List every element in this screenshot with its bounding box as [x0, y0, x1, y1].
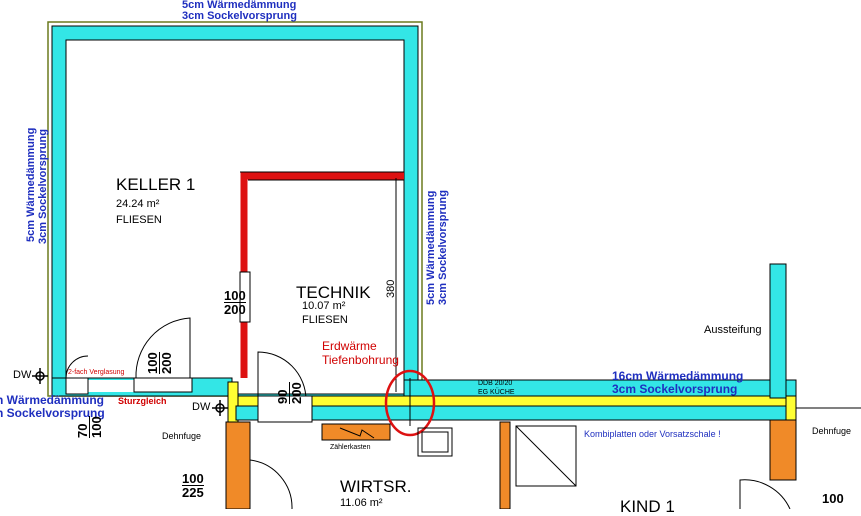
- yellow-wall-right: [785, 395, 797, 421]
- left-edge-height: 100: [89, 416, 104, 438]
- erdwaerme-label-1: Erdwärme: [322, 339, 377, 353]
- keller-window-size: 100 200: [145, 352, 174, 374]
- left-edge-size: 70 100: [75, 416, 104, 438]
- dw-mid-label: DW: [192, 401, 211, 413]
- aussteifung-label: Aussteifung: [704, 324, 762, 336]
- keller-window: [133, 377, 193, 393]
- aussteifung-column: [769, 263, 787, 399]
- verglasung-label: 2-fach Verglasung: [68, 369, 125, 376]
- ddb-label: DDB 20/20: [478, 380, 513, 387]
- left-window: [65, 377, 89, 395]
- bottom-insulation-right: [235, 405, 789, 421]
- right-edge-size: 100: [822, 492, 844, 505]
- technik-door-gap: [239, 271, 251, 323]
- keller-room-area: 24.24 m²: [116, 198, 160, 210]
- left-insulation-label-2: 3cm Sockelvorsprung: [37, 129, 49, 244]
- sturzgleich-label: Sturzgleich: [118, 396, 167, 406]
- kind-room-name: KIND 1: [620, 497, 675, 516]
- keller-room-name: KELLER 1: [116, 175, 196, 194]
- technik-door-width: 100: [224, 288, 246, 303]
- eg-kueche-label: EG KÜCHE: [478, 389, 515, 396]
- left-window-arc: [65, 355, 89, 379]
- right-edge-width: 100: [822, 491, 844, 506]
- dw-left-label: DW: [13, 369, 32, 381]
- wirtsr-door-swing: [249, 459, 293, 509]
- sink-inner: [421, 431, 449, 453]
- top-insulation-label-2: 3cm Sockelvorsprung: [182, 10, 297, 22]
- left-insulation-label-1: 5cm Wärmedämmung: [25, 127, 37, 242]
- bottom-right-insulation-label-1: 16cm Wärmedämmung: [612, 369, 744, 383]
- wirtsr-door-size: 100 225: [182, 472, 204, 499]
- small-door-width: 90: [275, 389, 290, 404]
- wirtsr-room-name: WIRTSR.: [340, 477, 412, 496]
- technik-room-floor: FLIESEN: [302, 314, 348, 326]
- kombiplatten-label: Kombiplatten oder Vorsatzschale !: [584, 429, 721, 439]
- dim-380-label: 380: [385, 279, 397, 298]
- technik-room-name: TECHNIK: [296, 283, 371, 302]
- kind-furniture-diag: [515, 425, 577, 487]
- orange-column-right: [769, 419, 797, 481]
- wirtsr-door-height: 225: [182, 485, 204, 500]
- zaehlerkasten-box: [321, 423, 391, 441]
- keller-window-width: 100: [145, 352, 160, 374]
- sink-symbol: [417, 427, 453, 457]
- wirtsr-room-area: 11.06 m²: [340, 497, 383, 509]
- small-door-size: 90 200: [275, 382, 304, 404]
- zaehlerkasten-label: Zählerkasten: [330, 444, 371, 451]
- kind-furniture: [515, 425, 577, 487]
- zaehlerkasten-bolt-icon: [339, 427, 375, 439]
- technik-door-size: 100 200: [224, 289, 246, 316]
- top-insulation-label-1: 5cm Wärmedämmung: [182, 0, 297, 11]
- erdwaerme-marker-circle: [384, 369, 436, 437]
- yellow-wall-strip: [227, 395, 797, 407]
- erdwaerme-label-2: Tiefenbohrung: [322, 353, 399, 367]
- kind-door-swing: [739, 479, 791, 509]
- small-door-opening: [257, 395, 313, 423]
- small-door-height: 200: [289, 382, 304, 404]
- bottom-left-insulation-label-2: n Sockelvorsprung: [0, 406, 105, 420]
- right-insulation-label-2: 3cm Sockelvorsprung: [437, 190, 449, 305]
- orange-column-mid: [499, 421, 511, 509]
- left-edge-width: 70: [75, 423, 90, 438]
- technik-room-area: 10.07 m²: [302, 300, 346, 312]
- wirtsr-door-width: 100: [182, 471, 204, 486]
- keller-room-floor: FLIESEN: [116, 214, 162, 226]
- bottom-left-insulation-label-1: n Wärmedämmung: [0, 393, 105, 407]
- bottom-insulation-mid: [403, 379, 797, 397]
- orange-column-left: [225, 421, 251, 509]
- keller-door-swing: [135, 317, 191, 379]
- keller-window-height: 200: [159, 352, 174, 374]
- right-insulation-label-1: 5cm Wärmedämmung: [425, 190, 437, 305]
- dehnfuge-right-label: Dehnfuge: [812, 426, 852, 436]
- technik-door-fraction-line: 200: [224, 302, 246, 317]
- small-door-swing: [257, 351, 307, 401]
- bottom-right-insulation-label-2: 3cm Sockelvorsprung: [612, 382, 738, 396]
- dehnfuge-left-label: Dehnfuge: [162, 431, 202, 441]
